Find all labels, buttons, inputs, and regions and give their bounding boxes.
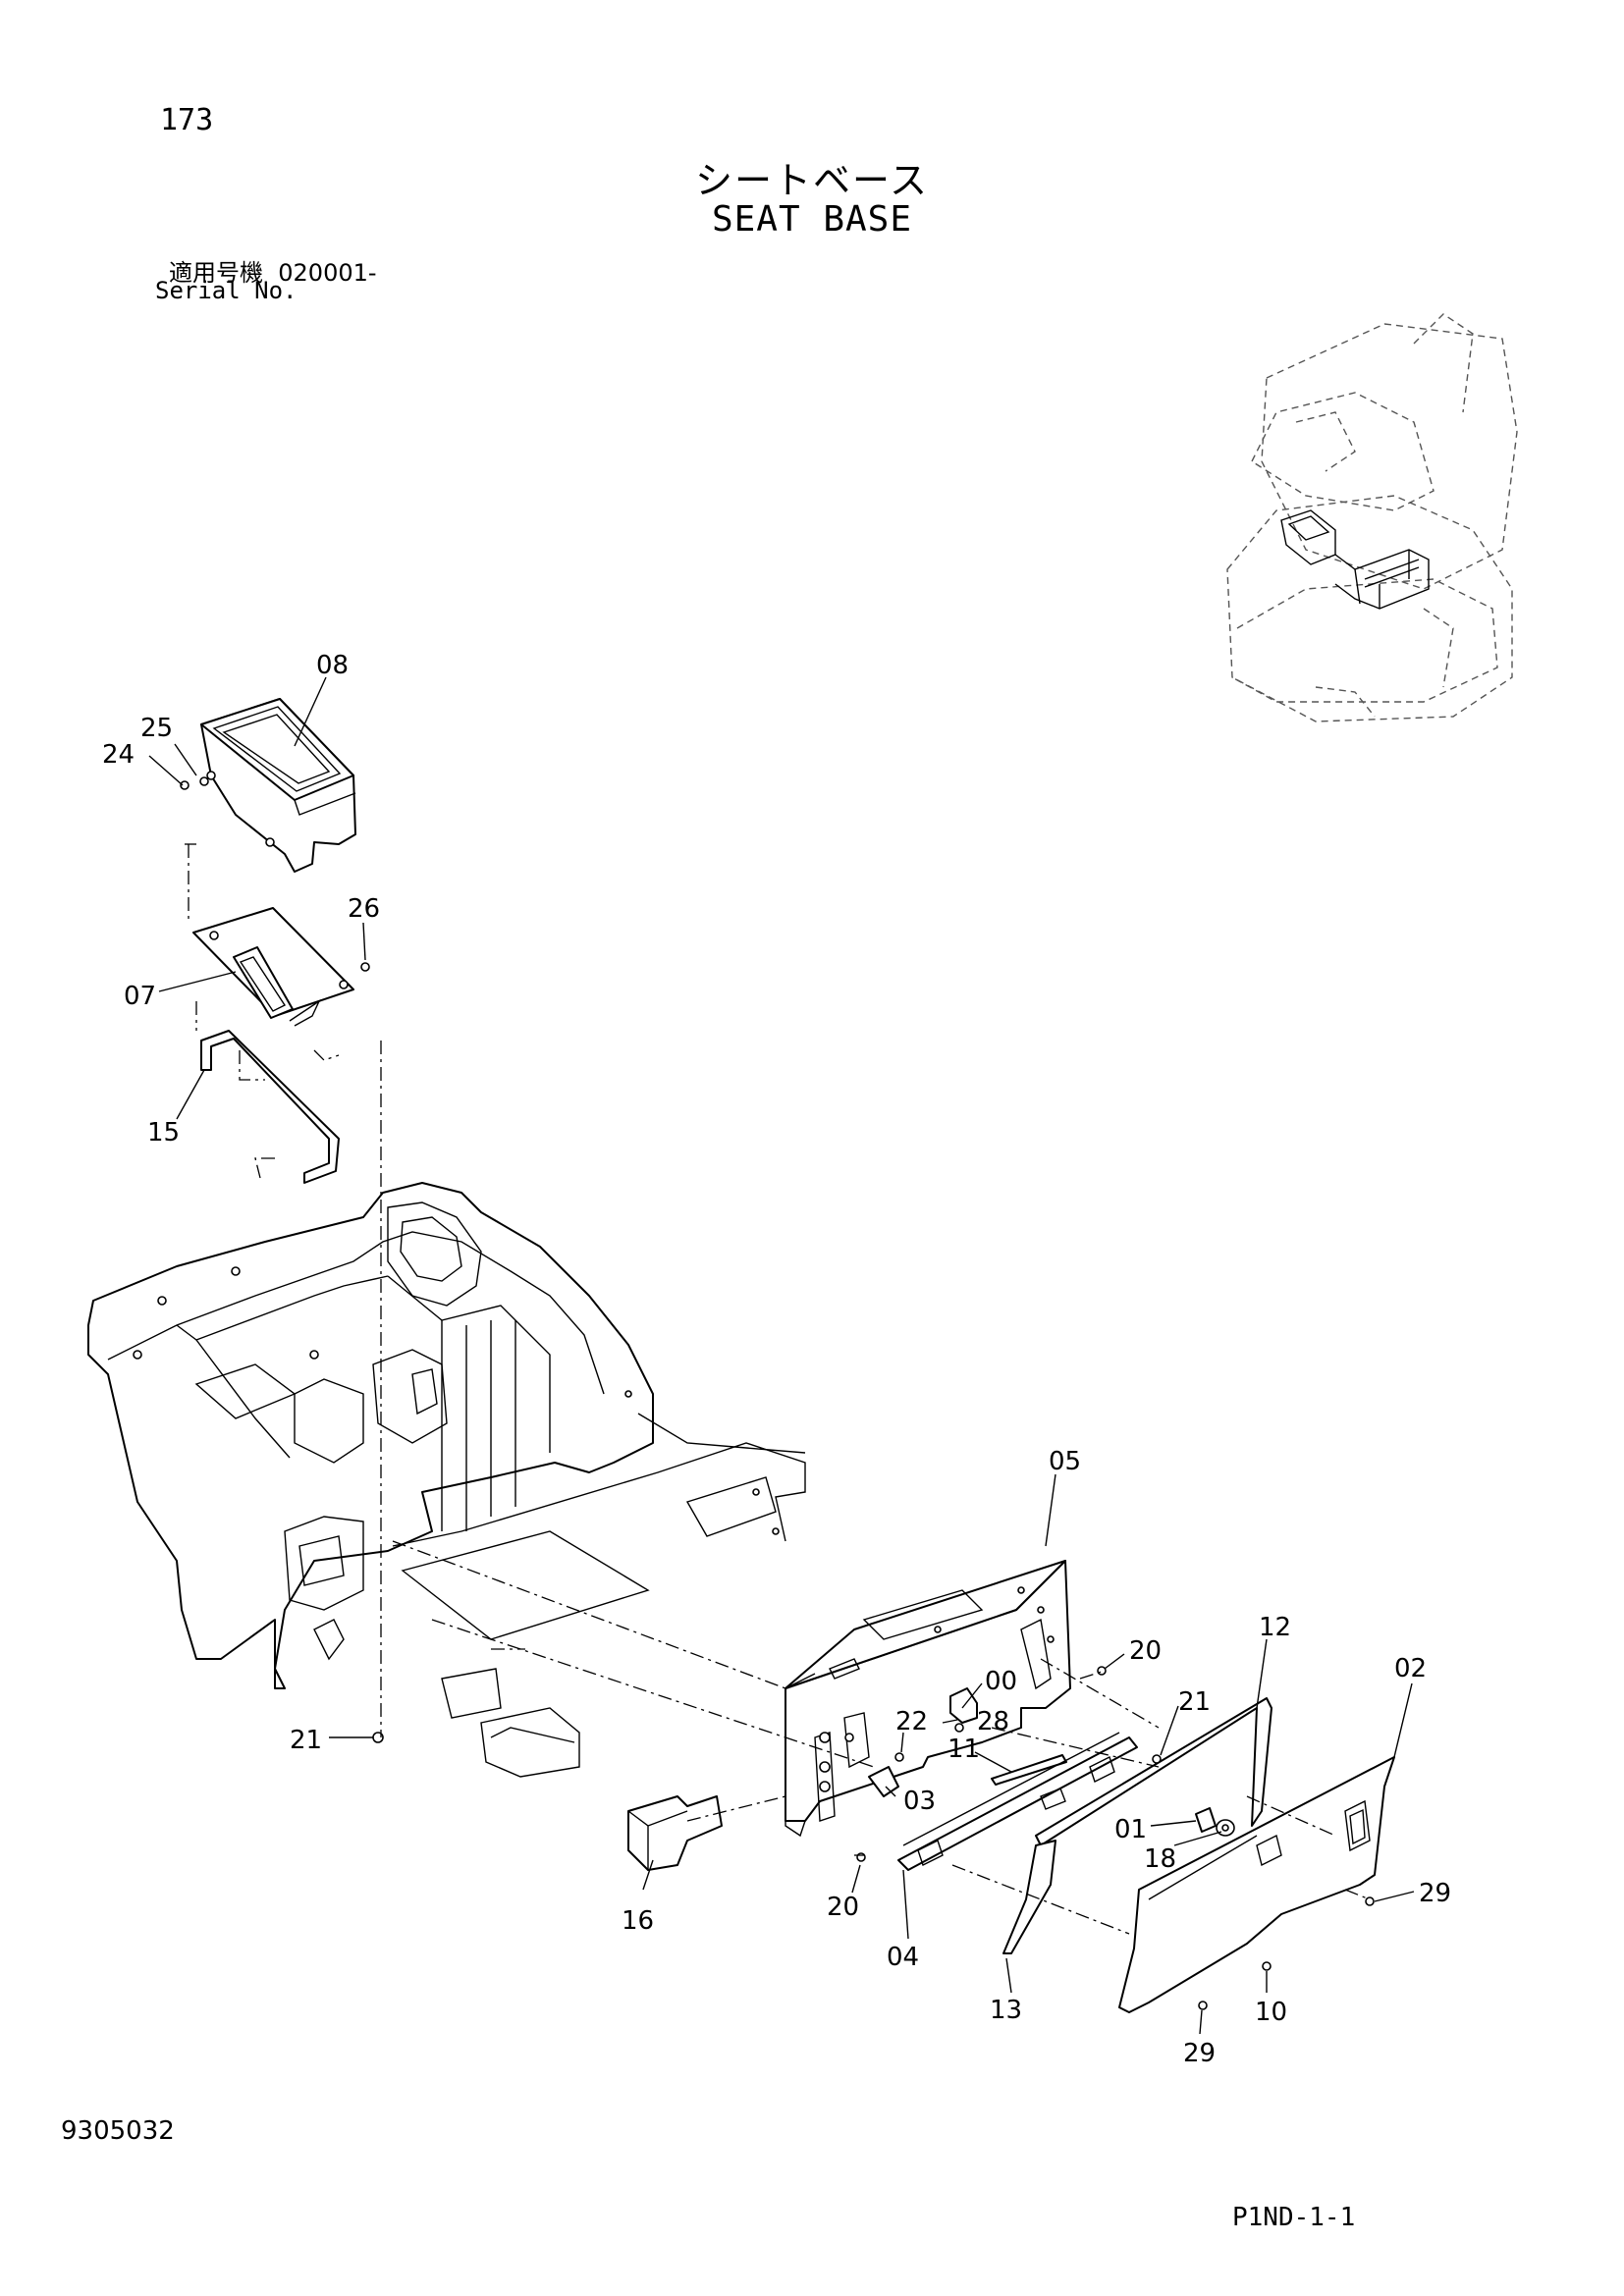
callout-12: 12 — [1259, 1613, 1291, 1642]
part-11-rod — [991, 1754, 1067, 1786]
callout-25: 25 — [140, 714, 173, 743]
callout-03: 03 — [903, 1787, 936, 1816]
callout-20-top: 20 — [1129, 1636, 1162, 1666]
callout-01: 01 — [1114, 1815, 1147, 1844]
page-number: 173 — [160, 103, 214, 137]
part-03-bracket — [868, 1752, 904, 1797]
callout-26: 26 — [348, 894, 380, 924]
part-04-rail — [897, 1732, 1138, 1871]
assembly-lines — [185, 843, 1371, 1935]
document-number: 9305032 — [61, 2116, 175, 2146]
part-07-plate — [192, 907, 354, 1027]
callout-10: 10 — [1255, 1998, 1287, 2027]
part-12-panel — [1035, 1697, 1272, 1846]
title-english: SEAT BASE — [711, 199, 913, 240]
fastener-bolts — [180, 776, 1375, 2010]
callout-18: 18 — [1144, 1844, 1176, 1874]
callout-labels: 08 25 24 26 07 15 21 05 20 00 28 22 11 0… — [102, 651, 1451, 2068]
callout-22: 22 — [895, 1707, 928, 1736]
callout-08: 08 — [316, 651, 349, 680]
callout-20-bottom: 20 — [827, 1893, 859, 1922]
callout-21-left: 21 — [290, 1726, 322, 1755]
callout-15: 15 — [147, 1118, 180, 1148]
callout-07: 07 — [124, 982, 156, 1011]
callout-00: 00 — [985, 1667, 1017, 1696]
callout-04: 04 — [887, 1943, 919, 1972]
callout-29-bottom: 29 — [1183, 2039, 1216, 2068]
callout-24: 24 — [102, 740, 135, 770]
callout-11: 11 — [947, 1735, 980, 1764]
title-japanese: シートベース — [694, 159, 930, 202]
part-16-block — [627, 1795, 723, 1871]
part-05-console — [785, 1560, 1071, 1838]
part-01-knob — [1195, 1807, 1235, 1837]
part-15-u-bar — [200, 1030, 340, 1184]
serial-label-english: Serial No. — [155, 277, 298, 304]
part-02-cover — [1118, 1756, 1395, 2013]
callout-13: 13 — [990, 1996, 1022, 2025]
seat-base-frame — [87, 1182, 806, 1778]
page-code: P1ND-1-1 — [1232, 2203, 1356, 2232]
location-thumbnail — [1226, 313, 1518, 722]
callout-16: 16 — [622, 1906, 654, 1936]
callout-29-right: 29 — [1419, 1879, 1451, 1908]
callout-05: 05 — [1049, 1447, 1081, 1476]
serial-line-japanese: 適用号機 020001- — [169, 253, 377, 288]
callout-28: 28 — [977, 1707, 1009, 1736]
serial-label-jp: 適用号機 — [169, 259, 263, 287]
callout-21-right: 21 — [1178, 1687, 1211, 1717]
part-08-cover — [200, 698, 356, 873]
callout-02: 02 — [1394, 1654, 1427, 1683]
part-13-panel — [1002, 1840, 1056, 1954]
leader-lines — [148, 676, 1415, 2035]
serial-value: 020001- — [278, 259, 377, 287]
